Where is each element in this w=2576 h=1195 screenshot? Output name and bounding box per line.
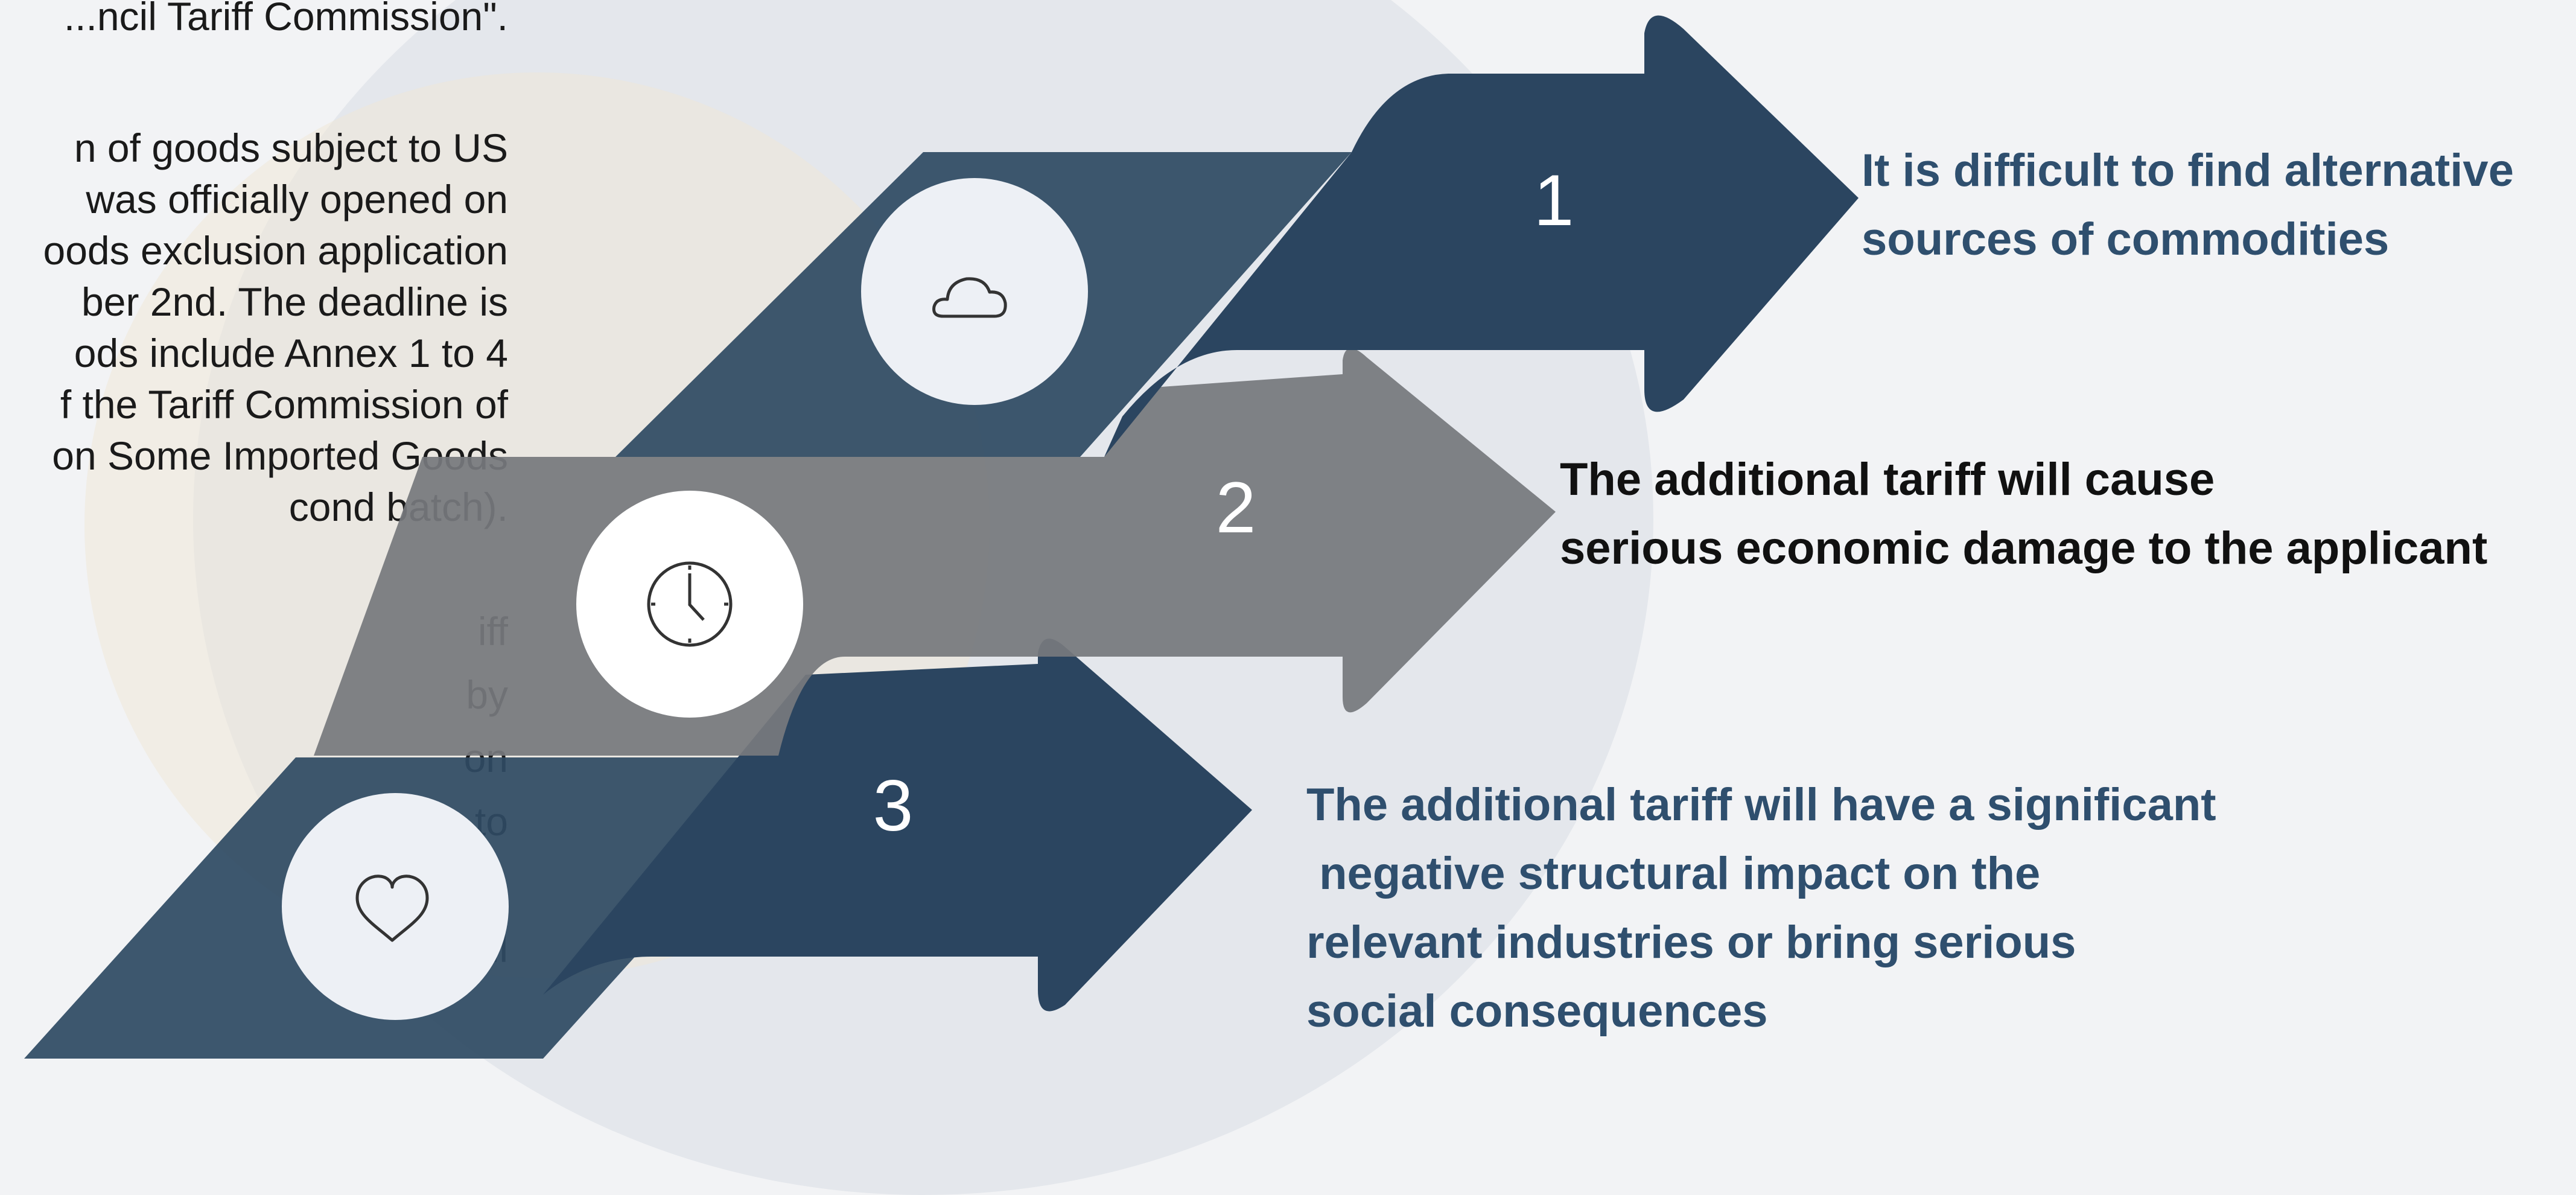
cloud-icon (932, 277, 1007, 318)
intro-line: ber 2nd. The deadline is (81, 279, 508, 324)
point-2-line: The additional tariff will cause (1560, 454, 2215, 505)
point-3-line: social consequences (1306, 986, 1768, 1037)
arrow-1 (1104, 15, 1859, 457)
point-1-line: It is difficult to find alternative (1862, 145, 2514, 196)
intro-line: oods exclusion application (43, 228, 508, 273)
heart-icon (355, 875, 429, 942)
point-3-line: The additional tariff will have a signif… (1306, 779, 2216, 830)
intro-line: was officially opened on (86, 177, 508, 221)
circle-3 (282, 793, 509, 1020)
intro-line: ods include Annex 1 to 4 (74, 331, 508, 375)
point-2-line: serious economic damage to the applicant (1560, 523, 2488, 574)
step-number-2: 2 (1216, 467, 1256, 548)
step-number-1: 1 (1534, 160, 1574, 241)
slide: ...ncil Tariff Commission". n of goods s… (0, 0, 2514, 1195)
intro-text-block: ...ncil Tariff Commission". n of goods s… (0, 0, 513, 1059)
arrow-3 (543, 639, 1252, 1012)
intro-line: n of goods subject to US (74, 126, 508, 170)
circle-1 (861, 178, 1088, 405)
arrow-diagram: 1 2 3 (24, 15, 1859, 1059)
point-3-text: The additional tariff will have a signif… (1306, 771, 2216, 1046)
intro-line: ...ncil Tariff Commission". (63, 0, 508, 39)
point-2-text: The additional tariff will cause serious… (1560, 445, 2487, 583)
intro-line: f the Tariff Commission of (60, 382, 508, 427)
point-3-line: negative structural impact on the (1306, 848, 2041, 899)
point-3-line: relevant industries or bring serious (1306, 917, 2076, 968)
step-number-3: 3 (873, 765, 914, 846)
point-1-line: sources of commodities (1862, 214, 2390, 265)
point-1-text: It is difficult to find alternative sour… (1862, 136, 2514, 274)
clock-icon (647, 561, 733, 647)
